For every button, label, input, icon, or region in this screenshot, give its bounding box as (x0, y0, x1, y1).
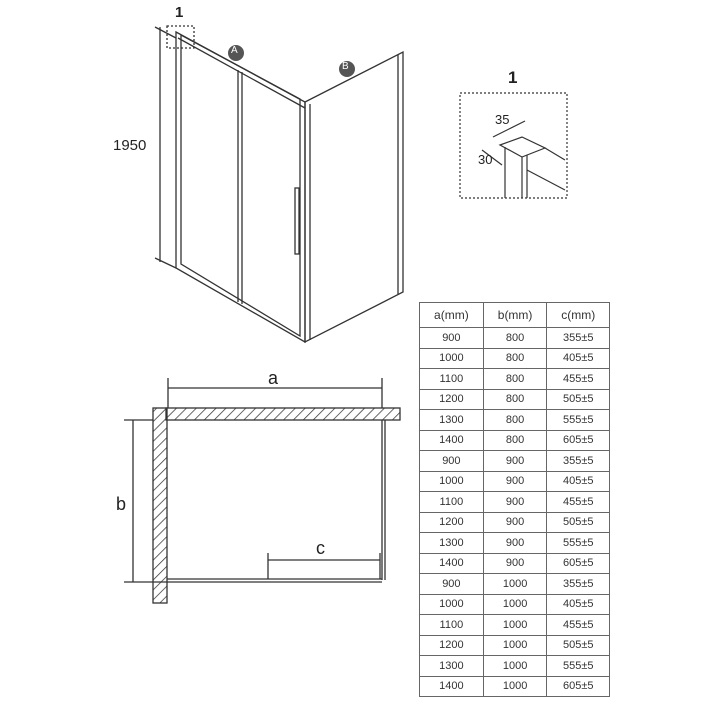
table-cell: 455±5 (546, 491, 610, 513)
side-panel-b (304, 50, 404, 344)
detail-ref-label: 1 (175, 4, 184, 21)
table-cell: 800 (482, 347, 548, 369)
table-cell: 1000 (482, 573, 548, 595)
detail-dim-35: 35 (495, 112, 510, 127)
table-cell: 405±5 (546, 593, 610, 615)
table-cell: 900 (482, 532, 548, 554)
enclosure-3d-view (154, 25, 404, 344)
table-cell: 1000 (482, 593, 548, 615)
table-cell: 900 (419, 450, 484, 472)
table-cell: 1000 (482, 655, 548, 677)
back-wall (165, 407, 401, 421)
table-cell: 900 (482, 450, 548, 472)
table-cell: 900 (419, 327, 484, 349)
table-cell: 1000 (482, 614, 548, 636)
table-cell: 555±5 (546, 532, 610, 554)
table-cell: 1000 (482, 675, 548, 697)
panel-a-marker (228, 45, 244, 61)
table-cell: 505±5 (546, 511, 610, 533)
table-cell: 900 (482, 552, 548, 574)
table-cell: 1000 (419, 347, 484, 369)
table-cell: 555±5 (546, 409, 610, 431)
header-b: b(mm) (482, 302, 548, 328)
dim-c-label: c (316, 538, 325, 558)
table-cell: 1200 (419, 634, 484, 656)
table-cell: 1400 (419, 429, 484, 451)
table-cell: 1000 (482, 634, 548, 656)
table-cell: 555±5 (546, 655, 610, 677)
table-cell: 1300 (419, 409, 484, 431)
table-cell: 800 (482, 368, 548, 390)
table-cell: 455±5 (546, 368, 610, 390)
door-handle (294, 187, 300, 255)
table-cell: 605±5 (546, 552, 610, 574)
table-cell: 505±5 (546, 634, 610, 656)
detail-dim-30: 30 (478, 152, 493, 167)
side-wall (152, 407, 168, 604)
table-cell: 1300 (419, 655, 484, 677)
panel-b-label: B (342, 61, 349, 72)
height-label: 1950 (113, 137, 147, 154)
table-cell: 455±5 (546, 614, 610, 636)
table-cell: 900 (482, 511, 548, 533)
dim-b-label: b (116, 494, 127, 514)
table-cell: 1100 (419, 491, 484, 513)
table-cell: 1300 (419, 532, 484, 554)
table-cell: 355±5 (546, 327, 610, 349)
detail-marker-box (166, 25, 195, 49)
plan-view (124, 378, 401, 604)
table-cell: 1000 (419, 593, 484, 615)
profile-detail (459, 92, 568, 199)
table-cell: 800 (482, 429, 548, 451)
header-c: c(mm) (546, 302, 610, 328)
table-cell: 800 (482, 388, 548, 410)
table-cell: 900 (419, 573, 484, 595)
table-cell: 900 (482, 491, 548, 513)
detail-title: 1 (508, 68, 518, 87)
table-cell: 405±5 (546, 470, 610, 492)
table-cell: 355±5 (546, 573, 610, 595)
table-cell: 1200 (419, 511, 484, 533)
table-cell: 1200 (419, 388, 484, 410)
table-cell: 800 (482, 327, 548, 349)
table-cell: 605±5 (546, 429, 610, 451)
table-cell: 405±5 (546, 347, 610, 369)
table-cell: 1400 (419, 552, 484, 574)
front-panel-a (175, 30, 306, 344)
table-cell: 1400 (419, 675, 484, 697)
panel-a-label: A (231, 45, 238, 56)
table-cell: 800 (482, 409, 548, 431)
table-cell: 900 (482, 470, 548, 492)
header-a: a(mm) (419, 302, 484, 328)
table-cell: 1000 (419, 470, 484, 492)
table-cell: 1100 (419, 614, 484, 636)
table-cell: 1100 (419, 368, 484, 390)
table-cell: 505±5 (546, 388, 610, 410)
dim-a-label: a (268, 368, 279, 388)
panel-b-marker (339, 61, 355, 77)
table-cell: 355±5 (546, 450, 610, 472)
table-cell: 605±5 (546, 675, 610, 697)
